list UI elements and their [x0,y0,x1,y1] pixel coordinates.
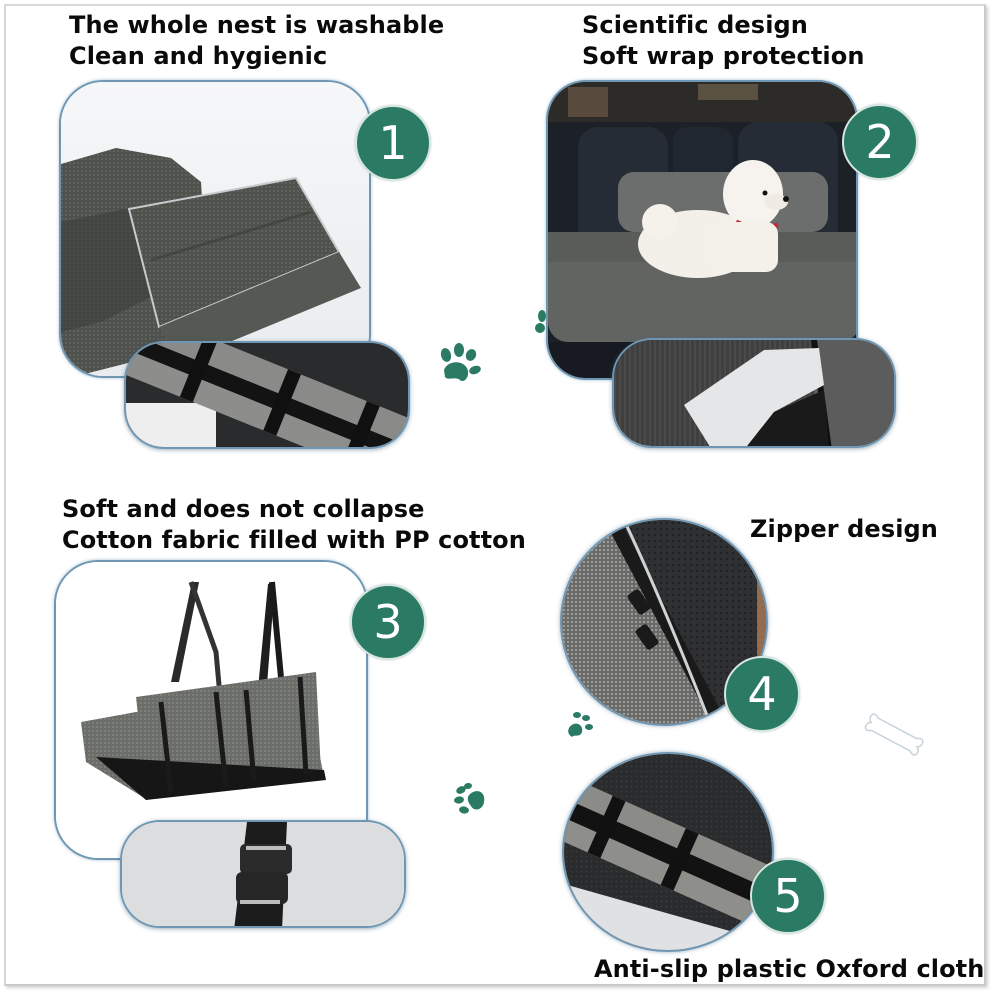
feature-4-photo-zipper-closeup [560,518,768,726]
feature-1-inset-bottom-straps [124,341,410,449]
feature-5-number-badge: 5 [750,858,826,934]
feature-1-number-badge: 1 [355,105,431,181]
feature-2-heading: Scientific design Soft wrap protection [582,10,865,72]
feature-5-photo-anti-slip-closeup [562,752,774,952]
feature-4-heading-line-1: Zipper design [750,515,938,543]
paw-print-icon [452,782,488,816]
feature-1-heading-line-1: The whole nest is washable [69,11,445,39]
feature-3-heading-line-2: Cotton fabric filled with PP cotton [62,526,526,554]
feature-5-heading-line-1: Anti-slip plastic Oxford cloth [594,955,985,983]
feature-3-inset-buckle [120,820,406,928]
feature-2-heading-line-2: Soft wrap protection [582,42,865,70]
feature-1-heading-line-2: Clean and hygienic [69,42,328,70]
paw-print-icon [438,343,482,385]
feature-5-heading: Anti-slip plastic Oxford cloth [594,954,984,985]
bone-icon [860,712,930,758]
feature-4-heading: Zipper design [750,514,938,545]
feature-2-heading-line-1: Scientific design [582,11,808,39]
feature-4-number-badge: 4 [724,656,800,732]
feature-3-number-badge: 3 [350,584,426,660]
paw-print-icon [566,710,596,740]
feature-1-heading: The whole nest is washable Clean and hyg… [69,10,444,72]
feature-2-photo-dog-in-car-seat [546,80,858,380]
paw-print-icon [533,306,547,334]
feature-3-heading: Soft and does not collapse Cotton fabric… [62,494,526,556]
feature-3-heading-line-1: Soft and does not collapse [62,495,425,523]
feature-2-inset-zipper-lining [612,338,896,448]
feature-3-photo-bed-with-straps [54,560,368,860]
feature-1-photo-washable-cushions [59,80,371,378]
feature-2-number-badge: 2 [842,104,918,180]
